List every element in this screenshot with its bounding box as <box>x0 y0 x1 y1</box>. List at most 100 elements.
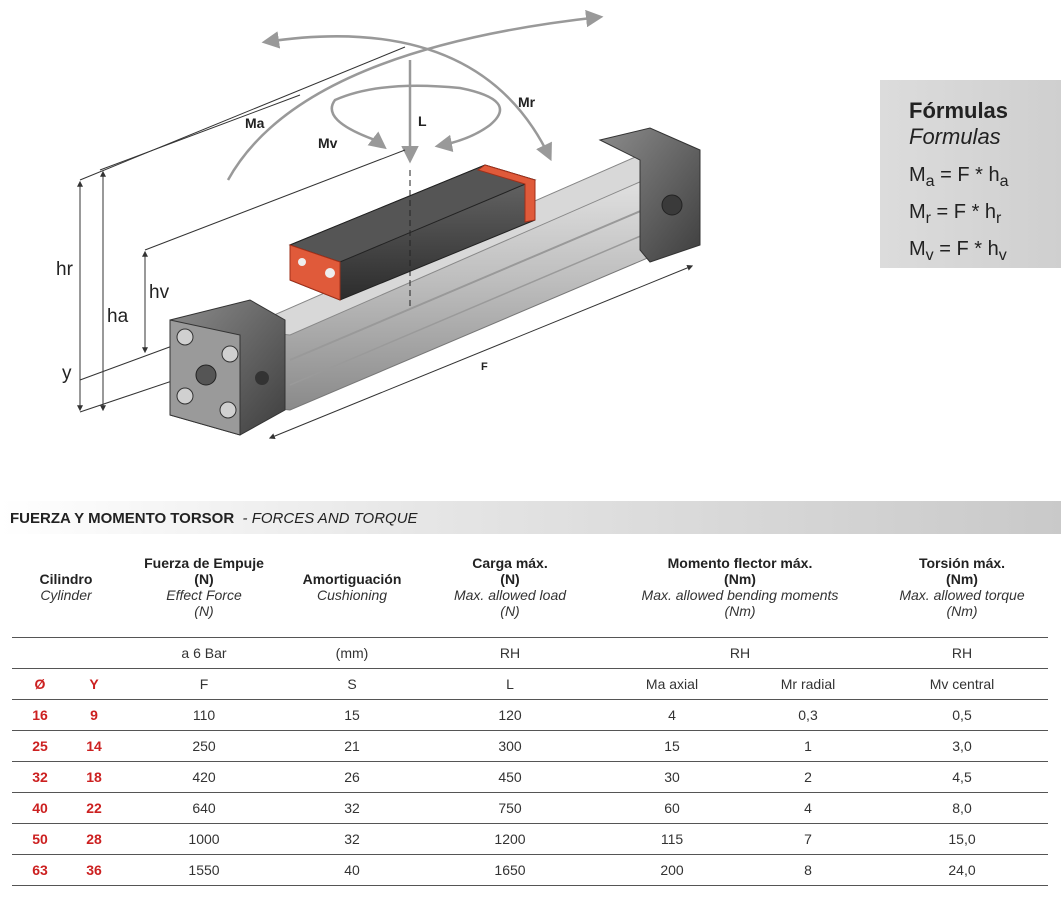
table-cell: 1 <box>740 730 876 762</box>
symbol-mr: Mr radial <box>740 668 876 700</box>
table-cell: 2 <box>740 761 876 793</box>
formulas-title: Fórmulas <box>909 98 1009 123</box>
table-cell: 8 <box>740 854 876 886</box>
symbol-ma: Ma axial <box>604 668 740 700</box>
label-hr: hr <box>56 259 74 280</box>
symbols-row: Ø Y F S L Ma axial Mr radial Mv central <box>12 668 1048 700</box>
formula-ma: Ma = F * ha <box>909 164 1009 190</box>
section-header: FUERZA Y MOMENTO TORSOR - FORCES AND TOR… <box>0 501 1061 534</box>
table-cell: 250 <box>120 730 288 762</box>
table-cell: 9 <box>68 699 120 731</box>
unit-force: a 6 Bar <box>120 637 288 669</box>
table-cell: 4 <box>740 792 876 824</box>
symbol-mv: Mv central <box>876 668 1048 700</box>
label-l: L <box>418 113 427 129</box>
label-ha: ha <box>107 306 129 327</box>
table-cell: 200 <box>604 854 740 886</box>
table-cell: 22 <box>68 792 120 824</box>
header-load: Carga máx.(N)Max. allowed load(N) <box>453 554 567 619</box>
label-y: y <box>62 363 72 384</box>
table-cell: 40 <box>288 854 416 886</box>
section-subtitle: - FORCES AND TORQUE <box>242 510 418 527</box>
header-torsion: Torsión máx.(Nm)Max. allowed torque(Nm) <box>899 554 1025 619</box>
units-row: a 6 Bar (mm) RH RH RH <box>12 637 1048 669</box>
table-cell: 15 <box>604 730 740 762</box>
unit-torsion: RH <box>876 637 1048 669</box>
section-title: FUERZA Y MOMENTO TORSOR - FORCES AND TOR… <box>10 510 418 527</box>
table-cell: 36 <box>68 854 120 886</box>
formulas-subtitle: Formulas <box>909 124 1001 149</box>
table-cell: 14 <box>68 730 120 762</box>
symbol-diameter: Ø <box>12 668 68 700</box>
table-cell: 1200 <box>416 823 604 855</box>
table-cell: 15,0 <box>876 823 1048 855</box>
table-cell: 1650 <box>416 854 604 886</box>
table-cell: 32 <box>288 792 416 824</box>
symbol-f: F <box>120 668 288 700</box>
table-cell: 18 <box>68 761 120 793</box>
formula-mv: Mv = F * hv <box>909 238 1007 264</box>
table-cell: 25 <box>12 730 68 762</box>
table-cell: 40 <box>12 792 68 824</box>
table-cell: 21 <box>288 730 416 762</box>
unit-load: RH <box>416 637 604 669</box>
table-cell: 15 <box>288 699 416 731</box>
table-cell: 450 <box>416 761 604 793</box>
label-mr: Mr <box>518 94 536 110</box>
table-cell: 1550 <box>120 854 288 886</box>
table-cell: 32 <box>12 761 68 793</box>
header-force: Fuerza de Empuje(N)Effect Force(N) <box>144 554 264 619</box>
table-cell: 8,0 <box>876 792 1048 824</box>
unit-cushion: (mm) <box>288 637 416 669</box>
symbol-y: Y <box>68 668 120 700</box>
table-cell: 24,0 <box>876 854 1048 886</box>
formulas-box: Fórmulas Formulas Ma = F * ha Mr = F * h… <box>880 80 1061 268</box>
table-cell: 640 <box>120 792 288 824</box>
table-cell: 0,5 <box>876 699 1048 731</box>
table-cell: 50 <box>12 823 68 855</box>
table-cell: 750 <box>416 792 604 824</box>
table-cell: 110 <box>120 699 288 731</box>
moment-arrows <box>226 9 604 181</box>
table-cell: 3,0 <box>876 730 1048 762</box>
table-cell: 300 <box>416 730 604 762</box>
label-hv: hv <box>149 282 170 303</box>
formula-mr: Mr = F * hr <box>909 201 1002 227</box>
table-cell: 115 <box>604 823 740 855</box>
table-cell: 26 <box>288 761 416 793</box>
table-cell: 420 <box>120 761 288 793</box>
table-cell: 32 <box>288 823 416 855</box>
table-cell: 30 <box>604 761 740 793</box>
symbol-l: L <box>416 668 604 700</box>
table-cell: 16 <box>12 699 68 731</box>
table-cell: 63 <box>12 854 68 886</box>
cylinder-diagram: Ma Mv L Mr hr ha hv y F <box>56 9 701 439</box>
dimension-lines <box>77 46 694 439</box>
table-cell: 28 <box>68 823 120 855</box>
table-cell: 0,3 <box>740 699 876 731</box>
table-cell: 120 <box>416 699 604 731</box>
table-cell: 7 <box>740 823 876 855</box>
cylinder-body <box>169 127 701 436</box>
label-mv: Mv <box>318 135 338 151</box>
header-moment: Momento flector máx.(Nm)Max. allowed ben… <box>641 554 839 619</box>
table-cell: 4,5 <box>876 761 1048 793</box>
label-ma: Ma <box>245 115 265 131</box>
unit-moment: RH <box>604 637 876 669</box>
symbol-s: S <box>288 668 416 700</box>
table-cell: 4 <box>604 699 740 731</box>
table-cell: 1000 <box>120 823 288 855</box>
label-f: F <box>481 361 488 373</box>
table-cell: 60 <box>604 792 740 824</box>
